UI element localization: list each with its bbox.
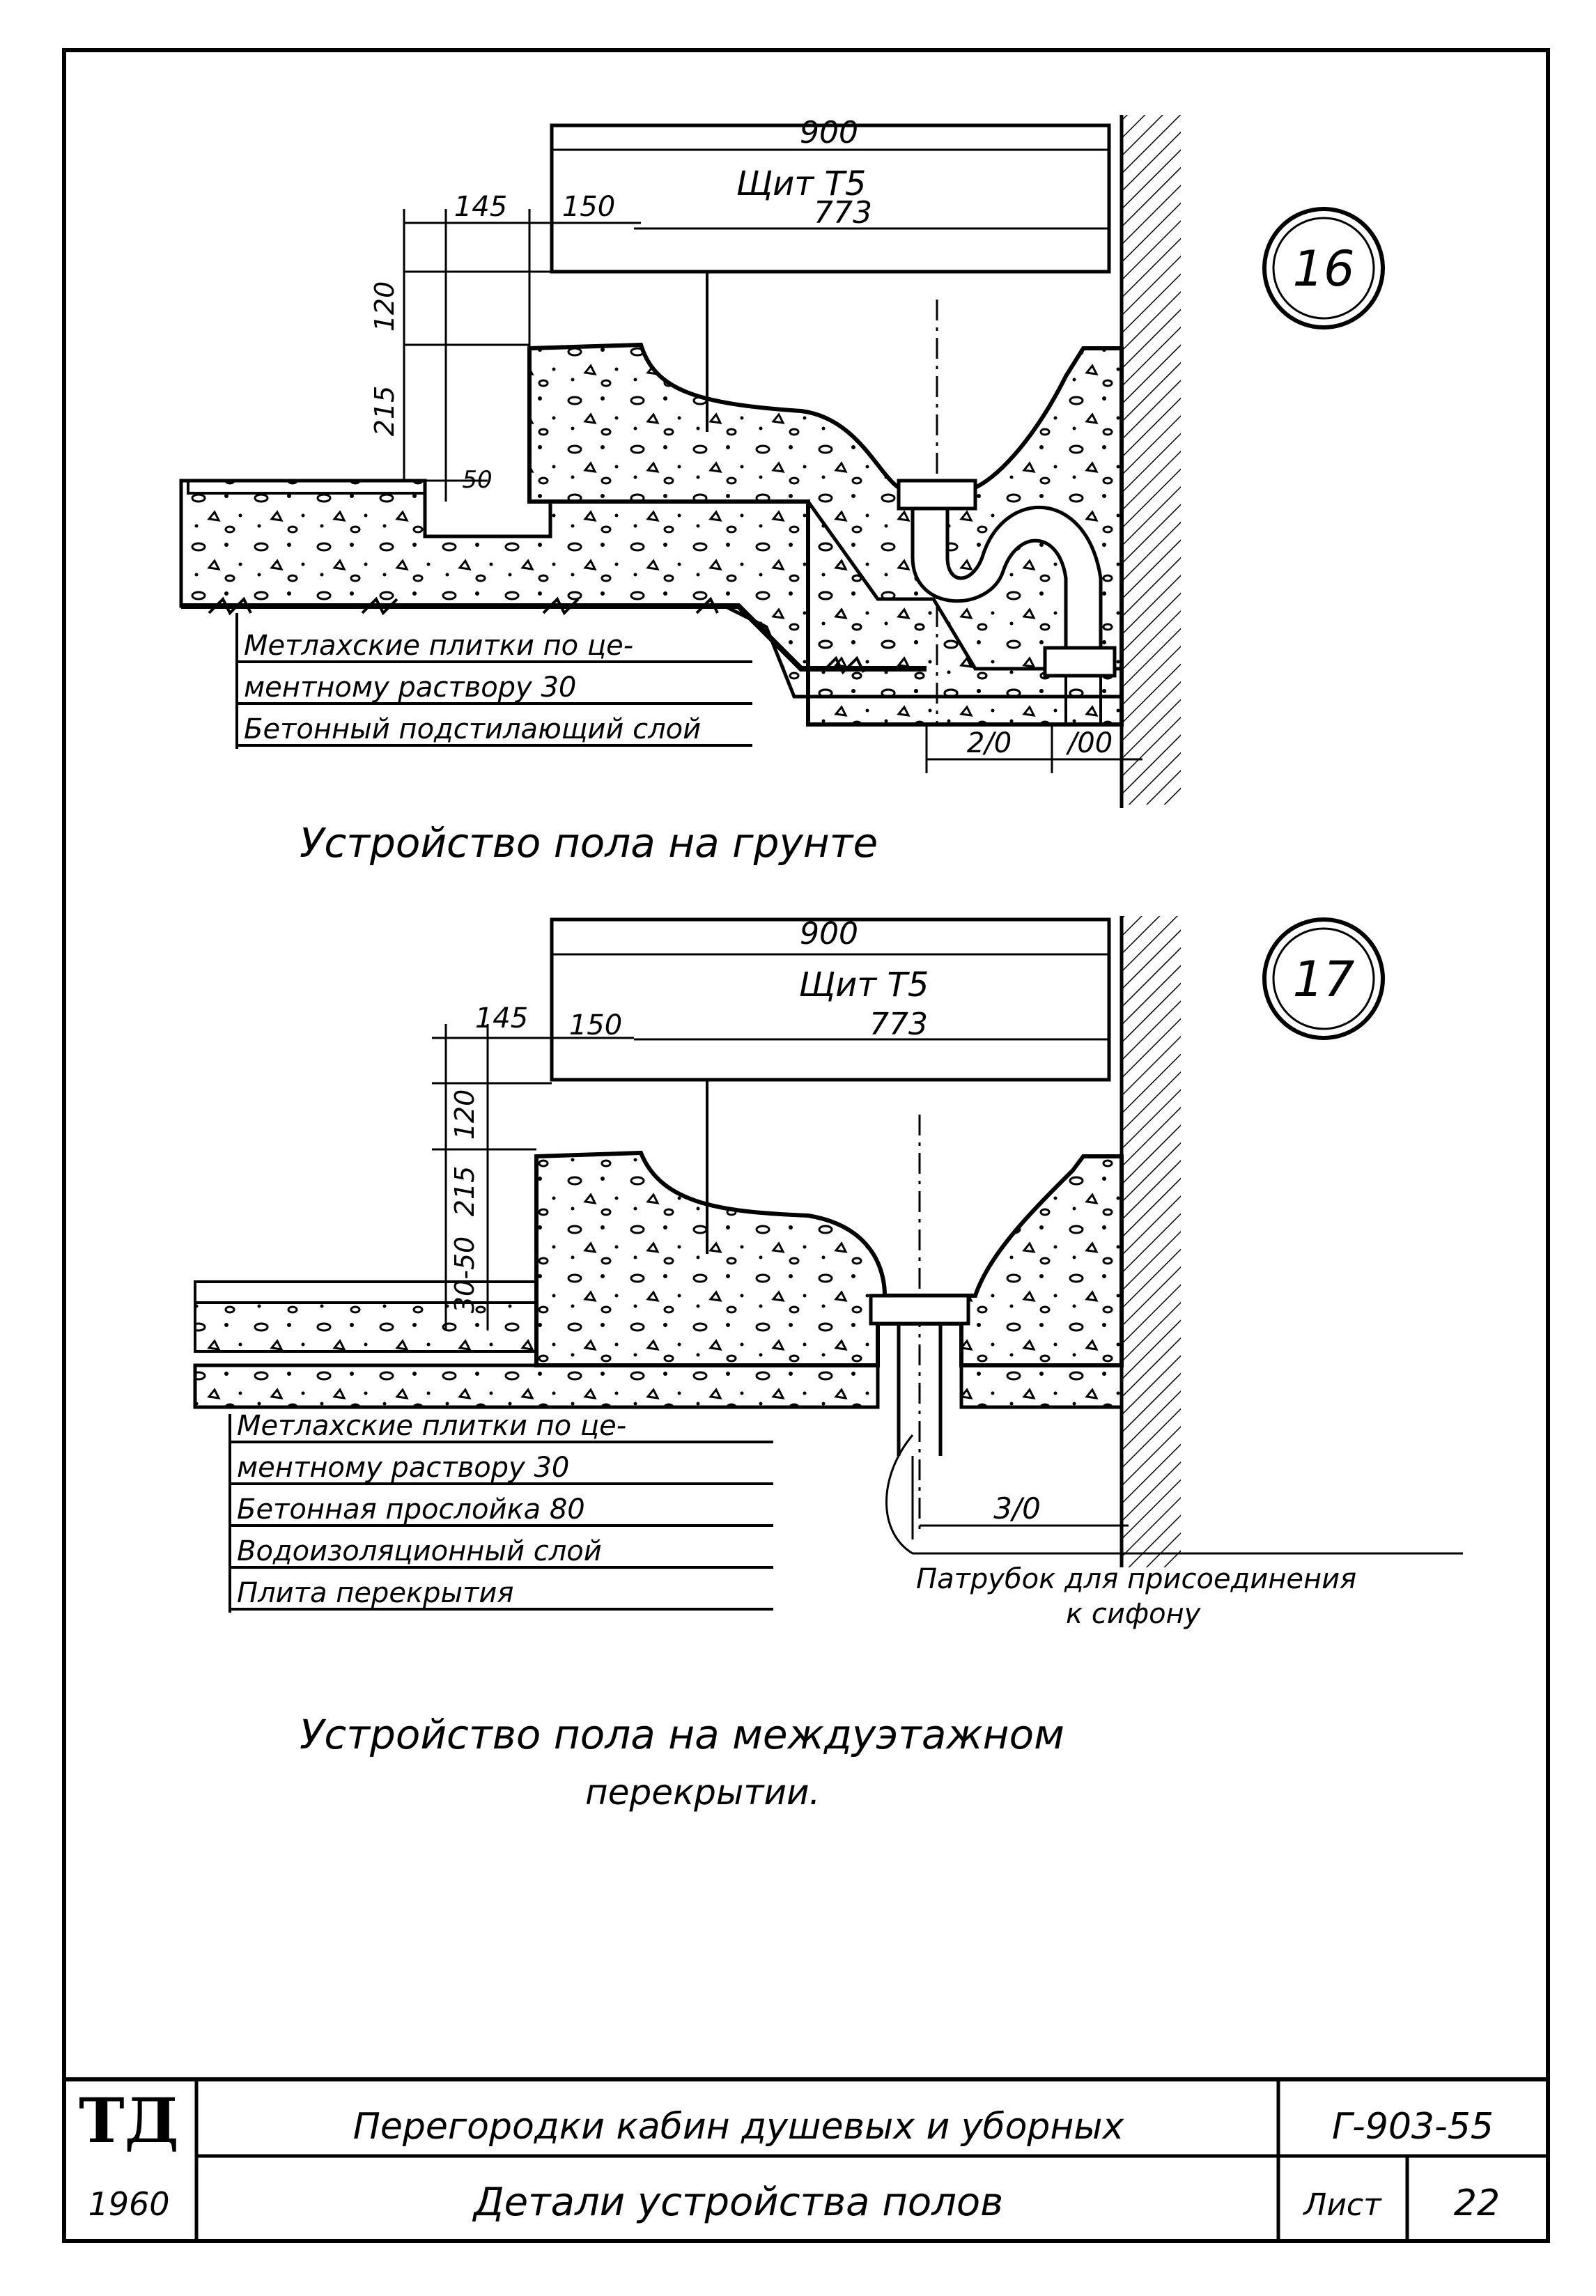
callout-17-line2: к сифону (1066, 1598, 1202, 1630)
org-stamp: ТД (79, 2084, 179, 2157)
callout-17-line1: Патрубок для присоединения (916, 1563, 1356, 1595)
detail-number-circle-16 (1262, 207, 1385, 329)
dim-773-17: 773 (869, 1007, 928, 1042)
drain-funnel-17 (869, 1294, 970, 1326)
dim-150-17: 150 (569, 1009, 622, 1041)
layer-16-3: Бетонный подстилающий слой (244, 713, 701, 745)
sheet-border (62, 48, 1550, 2243)
drain-funnel-16 (897, 479, 977, 511)
drawing-code: Г-903-55 (1332, 2106, 1494, 2148)
dim-120-17: 120 (449, 1089, 480, 1140)
dim-145-17: 145 (475, 1002, 528, 1034)
dim-900-16: 900 (800, 115, 858, 150)
sheet-number: 22 (1454, 2182, 1500, 2224)
dim-50-16: 50 (462, 466, 492, 494)
detail-16-title: Устройство пола на грунте (300, 819, 878, 867)
layer-17-5: Плита перекрытия (237, 1577, 513, 1609)
ground-line-16 (181, 603, 927, 672)
dim-215-17: 215 (449, 1166, 480, 1217)
detail-number-circle-17 (1262, 917, 1385, 1040)
dim-215-16: 215 (369, 386, 400, 437)
detail-17-number: 17 (1292, 951, 1354, 1008)
detail-17-title-1: Устройство пола на междуэтажном (300, 1711, 1064, 1758)
dim-120-16: 120 (369, 281, 400, 332)
dim-900-17: 900 (800, 916, 858, 952)
floor-screed-17 (194, 1301, 538, 1353)
wall-16 (1122, 115, 1181, 805)
detail-17-title-2: перекрытии. (585, 1772, 820, 1813)
project-title: Перегородки кабин душевых и уборных (353, 2106, 1125, 2148)
dim-100-16: /00 (1066, 727, 1113, 759)
floor-slab-17 (193, 1363, 880, 1409)
year: 1960 (88, 2185, 169, 2223)
layer-17-1: Метлахские плитки по це- (237, 1410, 626, 1442)
wall-17 (1122, 916, 1181, 1567)
dim-310-17: 3/0 (993, 1491, 1041, 1526)
detail-16 (179, 115, 1385, 808)
layer-16-2: ментному раствору 30 (244, 672, 576, 704)
panel-label-17: Щит Т5 (799, 965, 929, 1004)
detail-16-number: 16 (1292, 240, 1354, 297)
dim-145-16: 145 (454, 191, 507, 223)
layer-17-3: Бетонная прослойка 80 (237, 1494, 585, 1526)
title-block (62, 2077, 1550, 2243)
sheet-title: Детали устройства полов (472, 2180, 1003, 2225)
panel-shield-16 (550, 123, 1111, 274)
dim-30-50-17: 30-50 (449, 1236, 480, 1313)
panel-shield-17 (550, 917, 1111, 1082)
panel-label-16: Щит Т5 (736, 164, 867, 203)
shower-tray-body-17 (534, 1150, 1124, 1367)
layer-17-4: Водоизоляционный слой (237, 1535, 602, 1567)
layer-17-2: ментному раствору 30 (237, 1452, 569, 1484)
detail-17 (193, 916, 1463, 1613)
layer-16-1: Метлахские плитки по це- (244, 630, 633, 662)
dim-150-16: 150 (562, 191, 615, 223)
dim-773-16: 773 (814, 195, 872, 231)
sheet-label: Лист (1302, 2187, 1382, 2223)
dim-210-16: 2/0 (967, 727, 1012, 759)
